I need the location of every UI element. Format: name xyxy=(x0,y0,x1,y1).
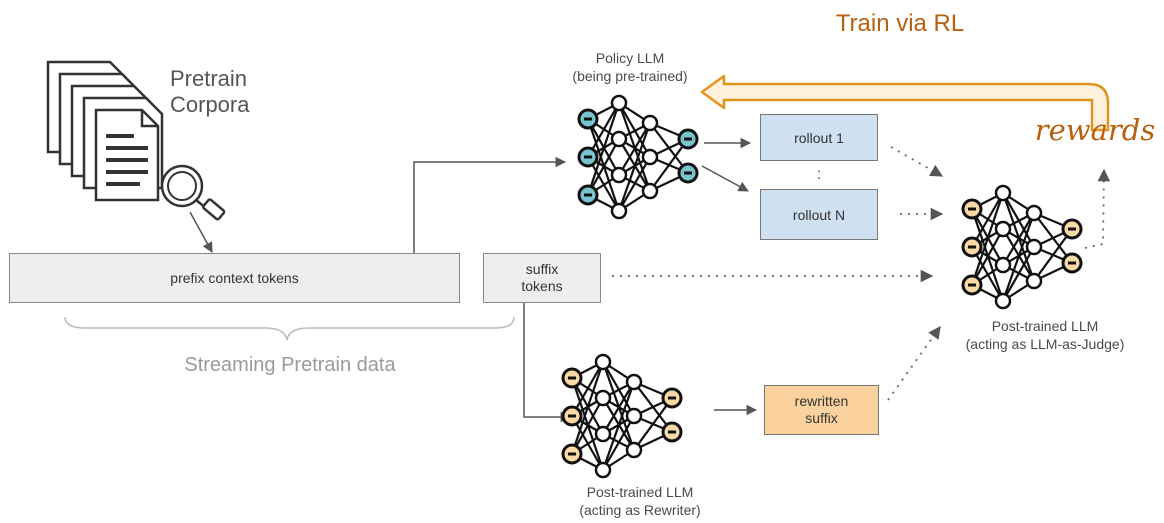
network-node xyxy=(594,389,612,407)
suffix-tokens-box: suffix tokens xyxy=(483,253,601,303)
judge-to-rewards-arrow xyxy=(1084,168,1111,249)
network-edge xyxy=(617,122,652,212)
judge-network-icon xyxy=(961,184,1083,310)
judge-llm-label: Post-trained LLM (acting as LLM-as-Judge… xyxy=(965,318,1125,352)
network-node xyxy=(1025,272,1043,290)
rollout-ellipsis: : xyxy=(816,166,822,183)
network-node xyxy=(610,202,628,220)
network-edge xyxy=(601,381,636,471)
network-edge xyxy=(571,397,604,455)
rollout-n-label: rollout N xyxy=(792,206,846,223)
network-edge xyxy=(618,156,651,212)
network-edge xyxy=(1001,212,1036,302)
prefix-context-label: prefix context tokens xyxy=(170,270,299,286)
network-node xyxy=(594,425,612,443)
rollout-1-label: rollout 1 xyxy=(794,129,844,146)
network-edge xyxy=(618,122,651,176)
network-node xyxy=(1025,238,1043,256)
magnifier-icon xyxy=(160,164,226,221)
network-node xyxy=(1025,204,1043,222)
policy-llm-label: Policy LLM (being pre-trained) xyxy=(572,50,688,84)
network-node xyxy=(610,166,628,184)
network-edge xyxy=(1002,246,1035,302)
rewriter-llm-label: Post-trained LLM (acting as Rewriter) xyxy=(579,484,701,518)
network-node xyxy=(625,373,643,391)
streaming-pretrain-label: Streaming Pretrain data xyxy=(184,354,396,376)
policy-llm-network-icon xyxy=(577,94,699,220)
rewards-label: rewards xyxy=(1034,113,1156,147)
network-edge xyxy=(602,381,635,435)
network-edge xyxy=(602,415,635,471)
network-edge xyxy=(587,138,620,196)
network-edge xyxy=(1033,228,1073,282)
network-node xyxy=(641,114,659,132)
network-node xyxy=(994,256,1012,274)
streaming-brace xyxy=(64,316,515,341)
network-edge xyxy=(649,138,689,192)
rollout-n-box: rollout N xyxy=(760,189,878,240)
network-edge xyxy=(570,361,605,455)
rewritten-suffix-box: rewritten suffix xyxy=(764,385,879,435)
prefix-to-policy-arrow xyxy=(413,156,567,253)
corpora-label: Pretrain Corpora xyxy=(170,66,250,118)
document-stack-icon xyxy=(46,60,164,202)
network-node xyxy=(594,461,612,479)
corpora-to-prefix-arrow xyxy=(189,211,213,253)
network-node xyxy=(625,441,643,459)
suffix-tokens-label: suffix tokens xyxy=(521,261,563,294)
network-node xyxy=(625,407,643,425)
diagram-title: Train via RL xyxy=(835,10,965,37)
network-edge xyxy=(970,192,1005,286)
network-edge xyxy=(633,397,673,451)
network-node xyxy=(610,130,628,148)
rewritten-suffix-label: rewritten suffix xyxy=(794,393,849,426)
network-edge xyxy=(1002,212,1035,266)
rollout1-to-judge-arrow xyxy=(890,146,944,177)
network-edge xyxy=(971,228,1004,286)
network-node xyxy=(641,148,659,166)
network-node xyxy=(994,184,1012,202)
network-node xyxy=(641,182,659,200)
rollout-1-box: rollout 1 xyxy=(760,114,878,161)
rl-feedback-arrow xyxy=(700,74,1110,132)
network-node xyxy=(994,220,1012,238)
suffix-to-rewriter-arrow xyxy=(523,302,572,423)
network-node xyxy=(594,353,612,371)
policy-to-rolloutN-arrow xyxy=(701,165,749,192)
network-node xyxy=(610,94,628,112)
network-node xyxy=(994,292,1012,310)
rewriter-network-icon xyxy=(561,353,683,479)
prefix-context-box: prefix context tokens xyxy=(9,253,460,303)
network-edge xyxy=(586,102,621,196)
